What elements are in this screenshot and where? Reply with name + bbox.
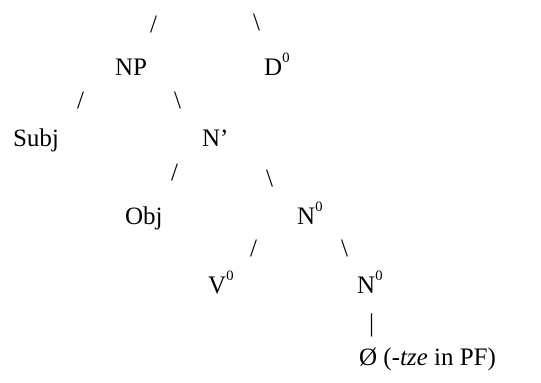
node-v0-bar-level: 0 [226,268,234,284]
node-v0: V0 [208,269,234,299]
branch-np-to-subj: / [77,87,84,114]
branch-n0-to-n0-lower: \ [341,235,348,262]
node-n0-upper-label: N [297,203,316,230]
node-n0-lower: N0 [357,269,383,299]
node-d0-label: D [264,54,283,81]
node-n0-lower-label: N [357,272,376,299]
node-n0-upper-bar-level: 0 [315,199,323,215]
branch-n0-to-null: | [369,310,375,337]
node-null-head: Ø (-tze in PF) [359,345,496,370]
branch-root-to-d0: \ [253,9,260,36]
node-d0: D0 [264,51,290,81]
branch-np-to-nbar: \ [174,87,181,114]
node-np: NP [115,54,147,81]
node-nbar: N’ [202,125,229,152]
node-n0-upper: N0 [297,200,323,230]
branch-n0-to-v0: / [250,235,257,262]
branch-nbar-to-obj: / [171,159,178,186]
node-n0-lower-bar-level: 0 [375,268,383,284]
node-v0-label: V [208,272,227,299]
node-subj: Subj [13,125,59,152]
null-head-pf-note: in PF) [427,344,496,371]
null-head-suffix: -tze [391,344,428,371]
node-d0-bar-level: 0 [282,50,290,66]
null-head-symbol: Ø ( [359,344,392,371]
branch-nbar-to-n0: \ [266,165,273,192]
branch-root-to-np: / [150,11,157,38]
node-obj: Obj [125,203,163,230]
